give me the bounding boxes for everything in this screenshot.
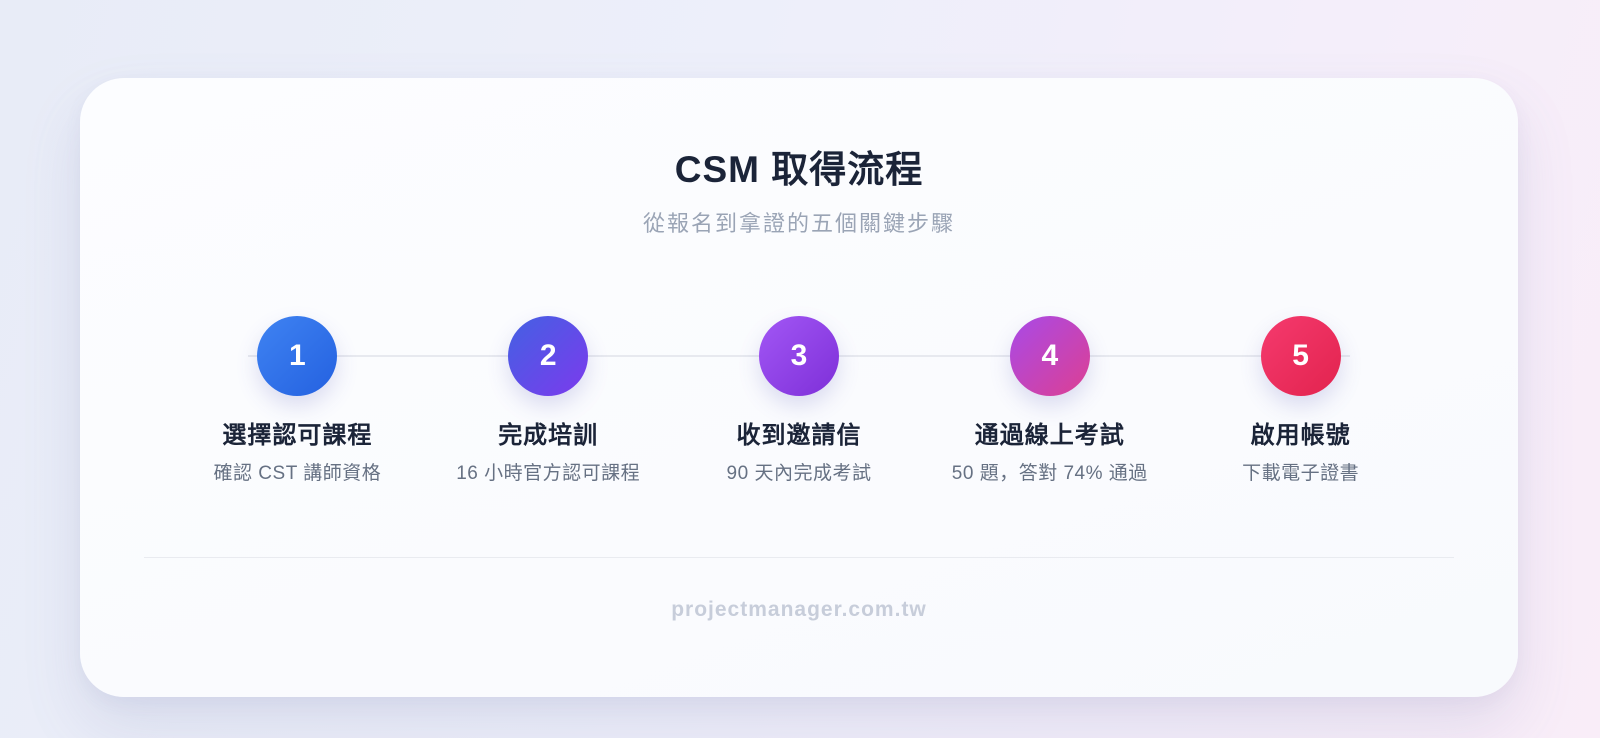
step-4-description: 50 題，答對 74% 通過 bbox=[951, 463, 1148, 484]
step-receive-invitation: 3 收到邀請信 90 天內完成考試 bbox=[674, 316, 925, 486]
step-2-description: 16 小時官方認可課程 bbox=[456, 463, 641, 484]
step-5-title: 啟用帳號 bbox=[1250, 422, 1351, 449]
page-title: CSM 取得流程 bbox=[674, 149, 924, 190]
step-4-title: 通過線上考試 bbox=[974, 422, 1125, 449]
infographic-card: CSM 取得流程 從報名到拿證的五個關鍵步驟 1 選擇認可課程 確認 CST 講… bbox=[80, 78, 1518, 697]
step-complete-training: 2 完成培訓 16 小時官方認可課程 bbox=[423, 316, 674, 486]
step-pass-exam: 4 通過線上考試 50 題，答對 74% 通過 bbox=[924, 316, 1175, 486]
footer-brand-text: projectmanager.com.tw bbox=[671, 598, 927, 621]
step-4-number-badge: 4 bbox=[1009, 316, 1090, 396]
step-5-number-badge: 5 bbox=[1260, 316, 1341, 396]
page-subtitle: 從報名到拿證的五個關鍵步驟 bbox=[642, 211, 955, 236]
step-choose-course: 1 選擇認可課程 確認 CST 講師資格 bbox=[172, 316, 423, 486]
process-timeline: 1 選擇認可課程 確認 CST 講師資格 2 完成培訓 16 小時官方認可課程 … bbox=[80, 316, 1518, 486]
step-1-number-badge: 1 bbox=[257, 316, 338, 396]
step-3-title: 收到邀請信 bbox=[736, 422, 862, 449]
step-1-title: 選擇認可課程 bbox=[222, 422, 373, 449]
step-2-number-badge: 2 bbox=[508, 316, 589, 396]
step-2-title: 完成培訓 bbox=[498, 422, 599, 449]
steps-row: 1 選擇認可課程 確認 CST 講師資格 2 完成培訓 16 小時官方認可課程 … bbox=[172, 316, 1426, 486]
step-5-description: 下載電子證書 bbox=[1242, 463, 1360, 484]
step-activate-account: 5 啟用帳號 下載電子證書 bbox=[1175, 316, 1426, 486]
footer-divider bbox=[144, 557, 1454, 558]
step-3-description: 90 天內完成考試 bbox=[726, 463, 872, 484]
step-3-number-badge: 3 bbox=[758, 316, 839, 396]
step-1-description: 確認 CST 講師資格 bbox=[213, 463, 382, 484]
